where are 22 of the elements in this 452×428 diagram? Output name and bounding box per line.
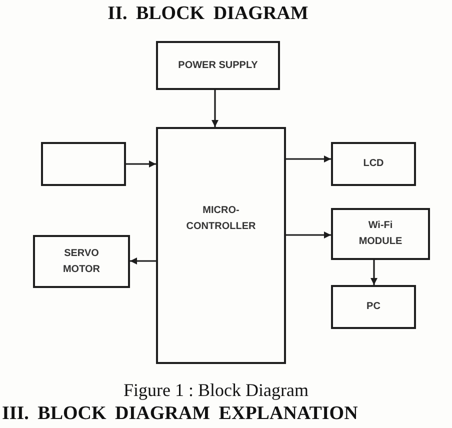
block-label: PC bbox=[366, 300, 382, 314]
block bbox=[41, 142, 126, 186]
section-heading: III. BLOCK DIAGRAM EXPLANATION bbox=[2, 403, 358, 425]
block bbox=[33, 235, 130, 288]
arrow bbox=[126, 160, 156, 168]
arrow bbox=[370, 260, 378, 285]
arrow bbox=[286, 232, 331, 238]
arrow bbox=[212, 90, 218, 127]
block bbox=[331, 285, 416, 329]
block bbox=[156, 41, 280, 90]
block bbox=[331, 142, 416, 186]
arrow bbox=[130, 258, 156, 264]
block bbox=[331, 208, 430, 260]
block-label: SERVO MOTOR bbox=[62, 246, 102, 276]
figure-caption: Figure 1 : Block Diagram bbox=[122, 380, 310, 401]
block-label: POWER SUPPLY bbox=[177, 58, 259, 72]
block-label: LCD bbox=[362, 157, 385, 171]
section-heading: II. BLOCK DIAGRAM bbox=[106, 3, 310, 25]
block-label: Wi-Fi MODULE bbox=[358, 219, 404, 249]
block bbox=[156, 127, 286, 364]
arrow bbox=[286, 156, 331, 162]
block-label: MICRO- CONTROLLER bbox=[185, 204, 257, 234]
